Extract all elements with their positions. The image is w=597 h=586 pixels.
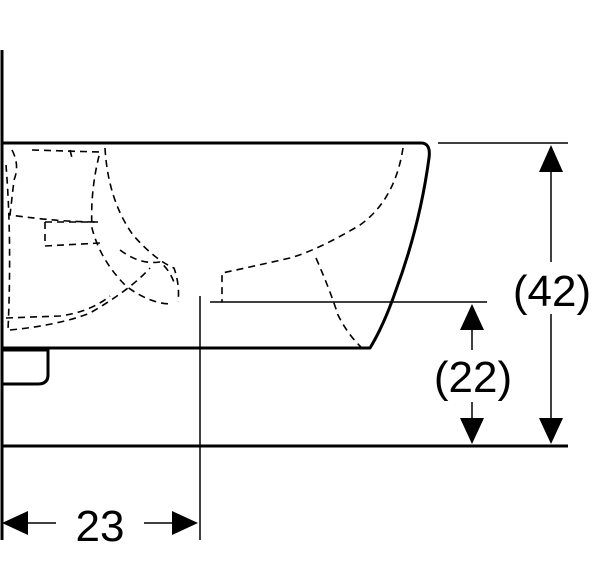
bowl-outer-contour <box>2 141 431 350</box>
bowl-inner-contour <box>221 147 404 302</box>
offset-arrow-left <box>2 511 28 535</box>
outlet-contour <box>9 257 363 349</box>
height-outlet-arrow-bottom <box>460 418 484 444</box>
mounting-step <box>2 348 50 386</box>
height-overall-arrow-top <box>539 145 563 172</box>
bowl-inner-left-wall <box>104 147 180 303</box>
inlet-pipe <box>44 221 101 247</box>
height-overall-label: (42) <box>513 267 591 316</box>
trap-contour <box>31 149 173 305</box>
trap-inner-contour <box>9 149 99 223</box>
height-overall-arrow-bottom <box>539 418 563 444</box>
siphon-contour <box>69 149 176 286</box>
offset-arrow-right <box>172 511 198 535</box>
offset-label: 23 <box>76 502 125 551</box>
height-outlet-arrow-top <box>460 304 484 330</box>
rear-contour <box>5 164 111 331</box>
height-outlet-label: (22) <box>434 353 512 402</box>
